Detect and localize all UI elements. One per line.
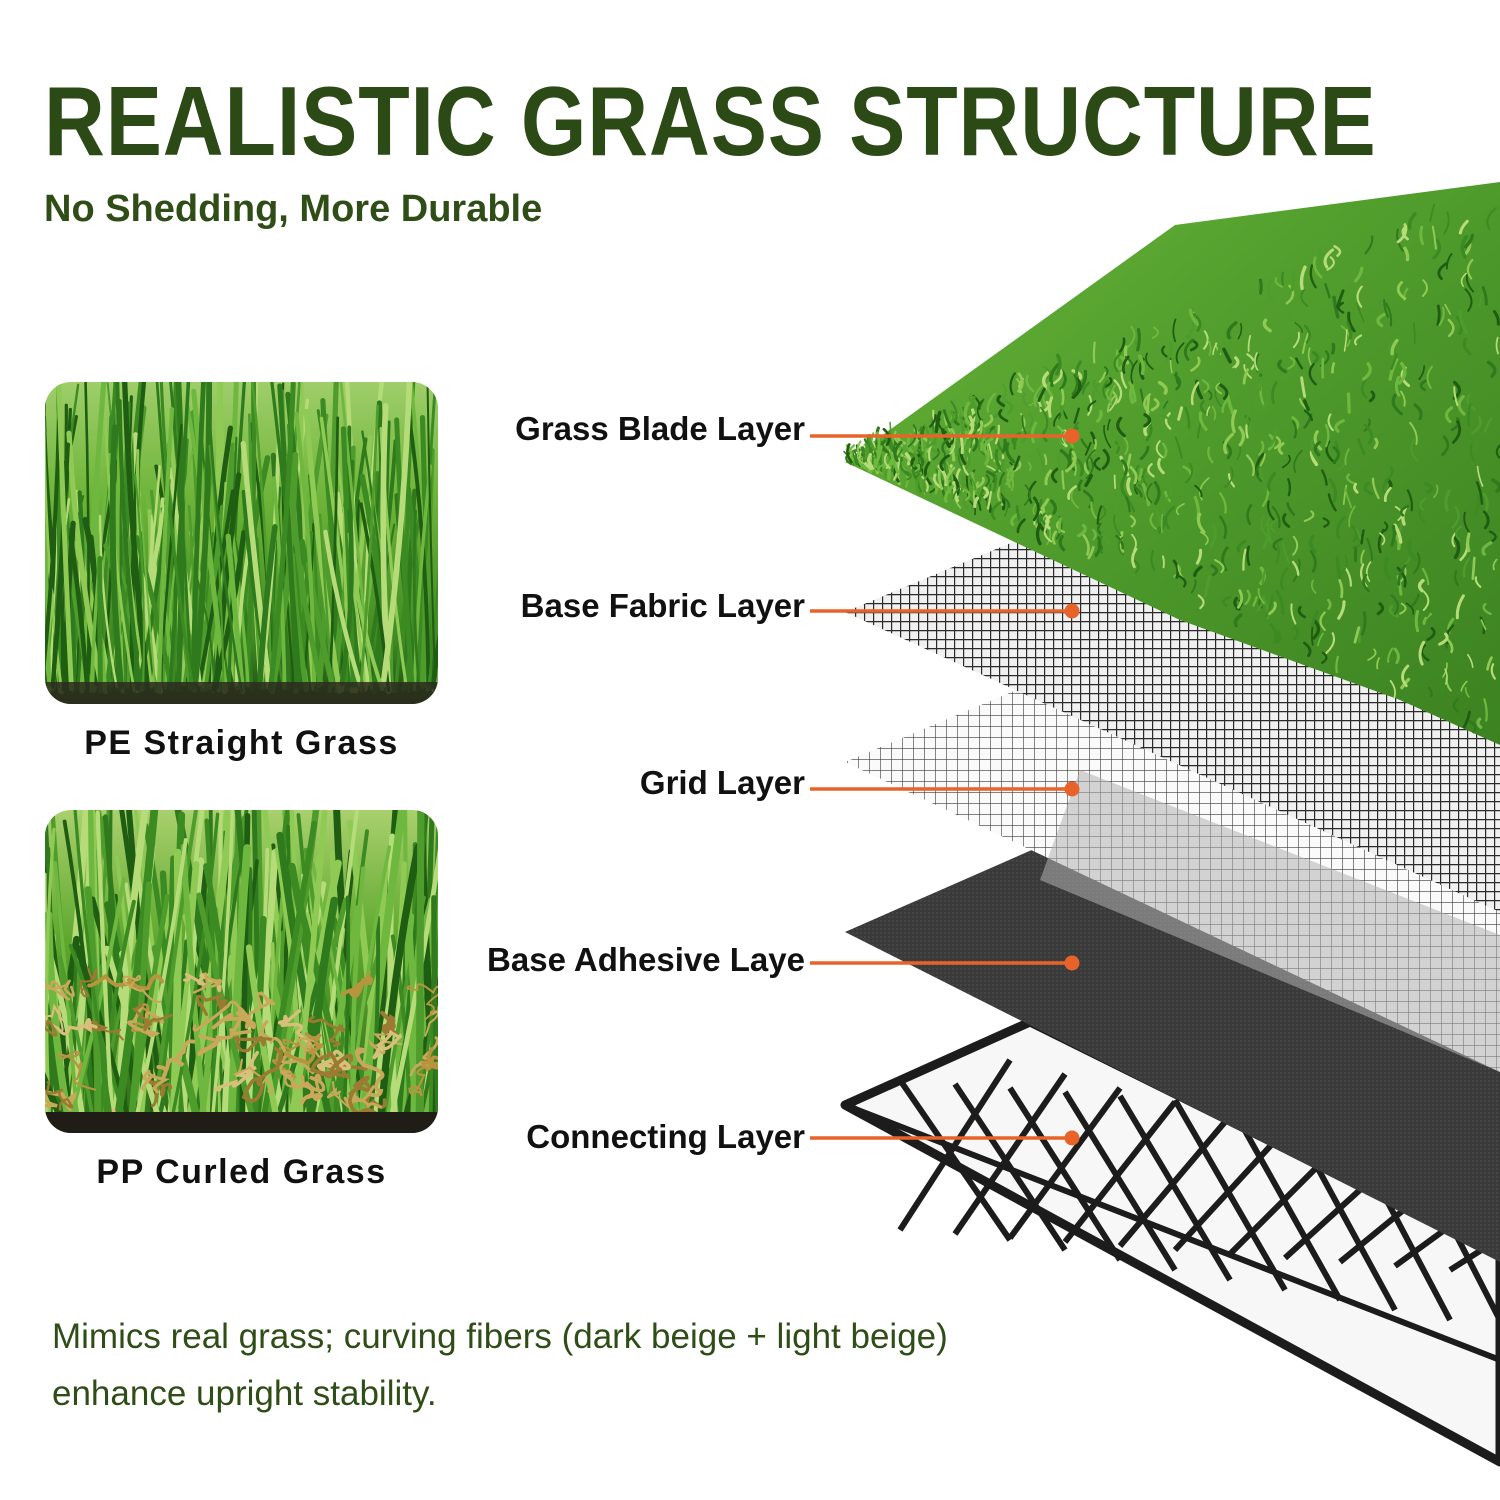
grass-blade-layer-label: Grass Blade Layer <box>515 410 805 447</box>
footer-description: Mimics real grass; curving fibers (dark … <box>52 1308 1152 1422</box>
page-subtitle: No Shedding, More Durable <box>44 188 543 230</box>
base-adhesive-layer-label: Base Adhesive Laye <box>487 941 805 978</box>
page-title: REALISTIC GRASS STRUCTURE <box>44 66 1377 176</box>
base-fabric-layer-label: Base Fabric Layer <box>520 587 805 624</box>
base-adhesive-layer-graphic <box>845 842 1500 1262</box>
pe-straight-grass-photo <box>45 382 438 704</box>
pp-curled-grass-label: PP Curled Grass <box>96 1153 387 1191</box>
grid-layer-label: Grid Layer <box>639 764 805 801</box>
footer-line-2: enhance upright stability. <box>52 1374 437 1413</box>
connecting-layer-label: Connecting Layer <box>526 1118 805 1155</box>
pp-curled-grass-photo <box>45 810 438 1133</box>
grass-blade-layer-graphic <box>843 182 1500 745</box>
base-fabric-layer-graphic <box>845 535 1500 912</box>
pe-straight-grass-label: PE Straight Grass <box>84 724 399 762</box>
footer-line-1: Mimics real grass; curving fibers (dark … <box>52 1317 948 1356</box>
